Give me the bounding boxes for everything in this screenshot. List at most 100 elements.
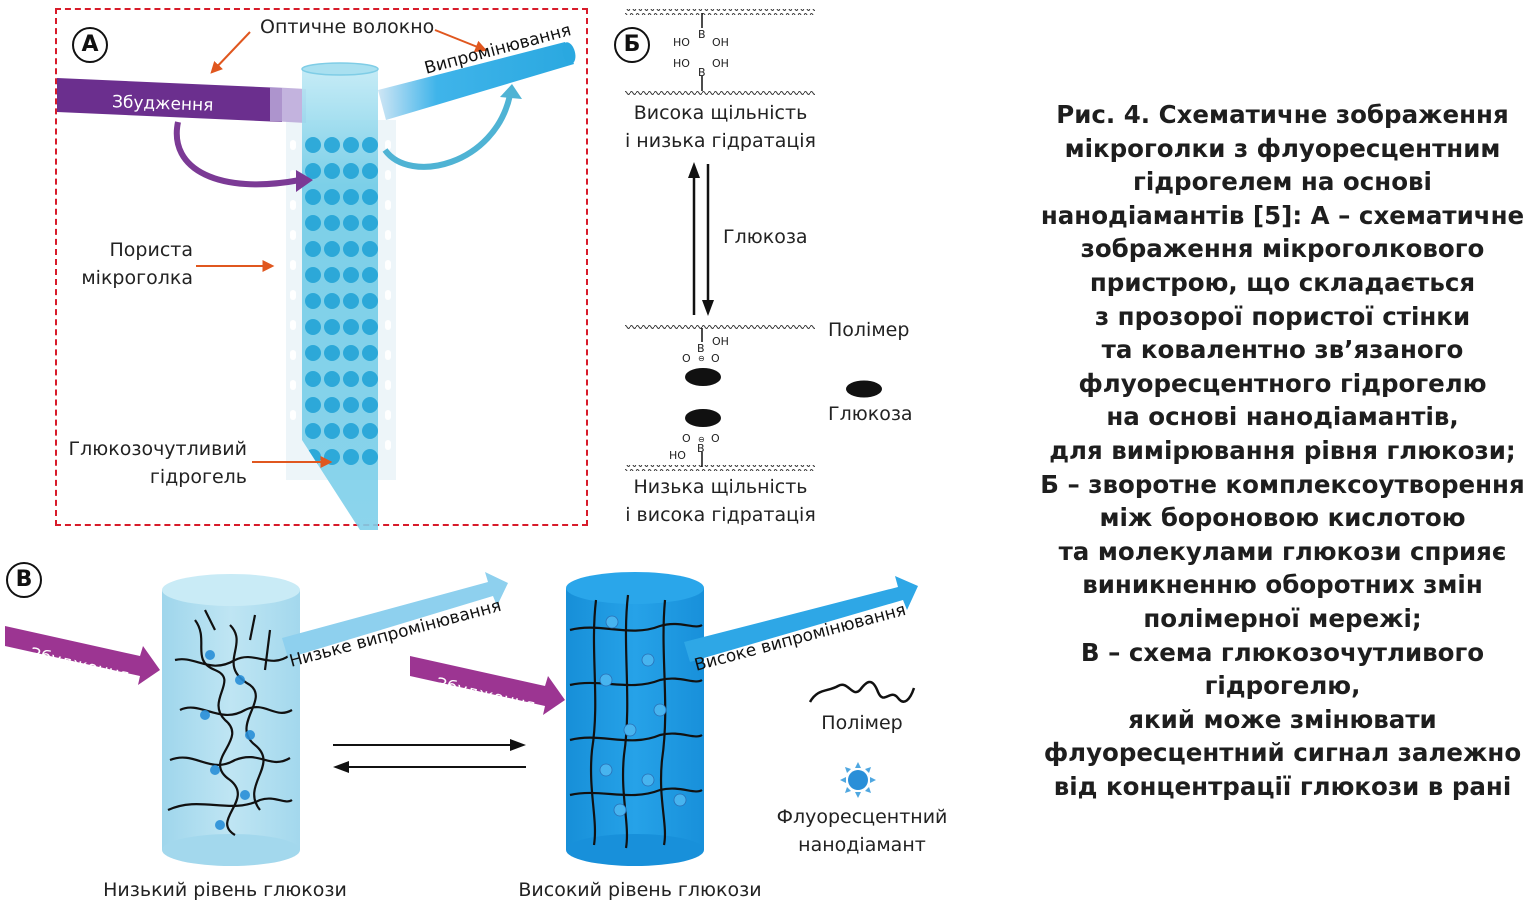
caption-line: зображення мікроголкового (1080, 234, 1485, 264)
caption-line: пристрою, що складається (1089, 267, 1476, 297)
caption-line: нанодіамантів [5]: А – схематичне (1040, 200, 1525, 230)
nanodiamonds-low (200, 650, 255, 830)
pointer-arrow-fiber-left (210, 31, 251, 74)
nanodiamonds-high (599, 615, 687, 817)
caption-line: гідрогелю, (1204, 671, 1361, 701)
caption-line: з прозорої пористої стінки (1094, 301, 1471, 331)
glucose-bound-bottom (685, 409, 721, 427)
emission-curve-arrow (382, 94, 513, 170)
porous-needle-label-line1: Пориста (109, 239, 193, 261)
hydrogel-dot (343, 319, 359, 335)
emission-curve-head (500, 84, 522, 99)
hydrogel-dot (362, 215, 378, 231)
hydrogel-dot (362, 319, 378, 335)
hydrogel-dot (305, 371, 321, 387)
hydrogel-dot (305, 163, 321, 179)
hydrogel-dot (343, 449, 359, 465)
hydrogel-dot (362, 397, 378, 413)
svg-text:O: O (711, 432, 720, 445)
caption-line: гідрогелем на основі (1133, 167, 1432, 197)
hydrogel-dot (324, 267, 340, 283)
polymer-line-bottom (625, 465, 815, 471)
hydrogel-label-line2: гідрогель (149, 466, 247, 488)
hydrogel-dot (305, 189, 321, 205)
hydrogel-dot (324, 241, 340, 257)
hydrogel-dot (324, 371, 340, 387)
excitation-curve-head (296, 170, 313, 192)
polymer-line-top-2 (625, 89, 815, 95)
hydrogel-dot (343, 267, 359, 283)
svg-text:OH: OH (712, 335, 729, 348)
nanodiamond-legend-line2: нанодіамант (798, 834, 926, 856)
svg-text:HO: HO (669, 449, 686, 462)
svg-text:HO: HO (673, 57, 690, 70)
bottom-state-line1: Низька щільність (633, 476, 808, 498)
high-emission-arrow (684, 576, 918, 662)
hydrogel-dot (343, 345, 359, 361)
reaction-glucose-label: Глюкоза (723, 226, 808, 248)
bottom-state-label: Низька щільність і висока гідратація (618, 473, 823, 529)
hydrogel-dot (362, 345, 378, 361)
top-state-line2: і низька гідратація (624, 130, 816, 152)
collapsed-polymer-network (167, 609, 293, 836)
hydrogel-dot (305, 241, 321, 257)
hydrogel-dot (362, 137, 378, 153)
pointer-arrow-fiber-right (434, 29, 488, 53)
polymer-line-top-1 (625, 9, 815, 15)
hydrogel-dot (305, 137, 321, 153)
hydrogel-dot (305, 423, 321, 439)
porous-needle-label-line2: мікроголка (81, 267, 193, 289)
hydrogel-dot (324, 397, 340, 413)
porous-needle-label: Пориста мікроголка (60, 236, 193, 292)
hydrogel-dot (362, 241, 378, 257)
svg-text:HO: HO (673, 36, 690, 49)
hydrogel-dot (324, 163, 340, 179)
hydrogel-dot (324, 345, 340, 361)
svg-text:O: O (682, 432, 691, 445)
hydrogel-comparison (5, 572, 918, 866)
svg-text:OH: OH (712, 36, 729, 49)
caption-line: флуоресцентний сигнал залежно (1043, 738, 1522, 768)
caption-line: та молекулами глюкози сприяє (1058, 536, 1507, 566)
hydrogel-dot (362, 189, 378, 205)
hydrogel-dot (362, 449, 378, 465)
hydrogel-dot (343, 241, 359, 257)
hydrogel-dot (343, 215, 359, 231)
excitation-arrow-left (5, 626, 160, 685)
hydrogel-dot (343, 423, 359, 439)
polymer-label: Полімер (828, 319, 910, 341)
polymer-line-mid (625, 324, 815, 330)
low-glucose-caption: Низький рівень глюкози (103, 879, 347, 901)
hydrogel-dot (362, 267, 378, 283)
svg-text:OH: OH (712, 57, 729, 70)
boronic-acid-scheme: B HO OH HO OH B B OH O O ⊖ O O ⊖ B HO (625, 9, 815, 471)
hydrogel-dot (362, 371, 378, 387)
hydrogel-dot (362, 163, 378, 179)
hydrogel-needle (301, 62, 379, 530)
panel-a-frame (55, 8, 588, 526)
hydrogel-dot (305, 397, 321, 413)
caption-line: від концентрації глюкози в рані (1053, 771, 1512, 801)
hydrogel-dot (343, 137, 359, 153)
excitation-fiber-label: Збудження (111, 92, 214, 116)
high-glucose-caption: Високий рівень глюкози (518, 879, 762, 901)
caption-line: який може змінювати (1128, 704, 1437, 734)
svg-text:⊖: ⊖ (698, 354, 705, 363)
hydrogel-dot (324, 423, 340, 439)
boronate-ester-bottom: O O ⊖ B HO (669, 432, 720, 462)
hydrogel-dot (324, 293, 340, 309)
hydrogel-dot (305, 215, 321, 231)
microneedle-illustration (57, 29, 576, 530)
hydrogel-dot (324, 215, 340, 231)
caption-line: між бороновою кислотою (1099, 503, 1466, 533)
hydrogel-dot (343, 189, 359, 205)
caption-line: Рис. 4. Схематичне зображення (1056, 100, 1509, 129)
hydrogel-dot (343, 371, 359, 387)
caption-line: Б – зворотне комплексоутворення (1040, 469, 1525, 499)
panel-a-badge: А (72, 27, 108, 63)
caption-line: виникненню оборотних змін (1082, 570, 1483, 600)
caption-line: для вимірювання рівня глюкози; (1049, 435, 1516, 465)
emission-fiber (378, 42, 576, 120)
hydrogel-dot (324, 189, 340, 205)
